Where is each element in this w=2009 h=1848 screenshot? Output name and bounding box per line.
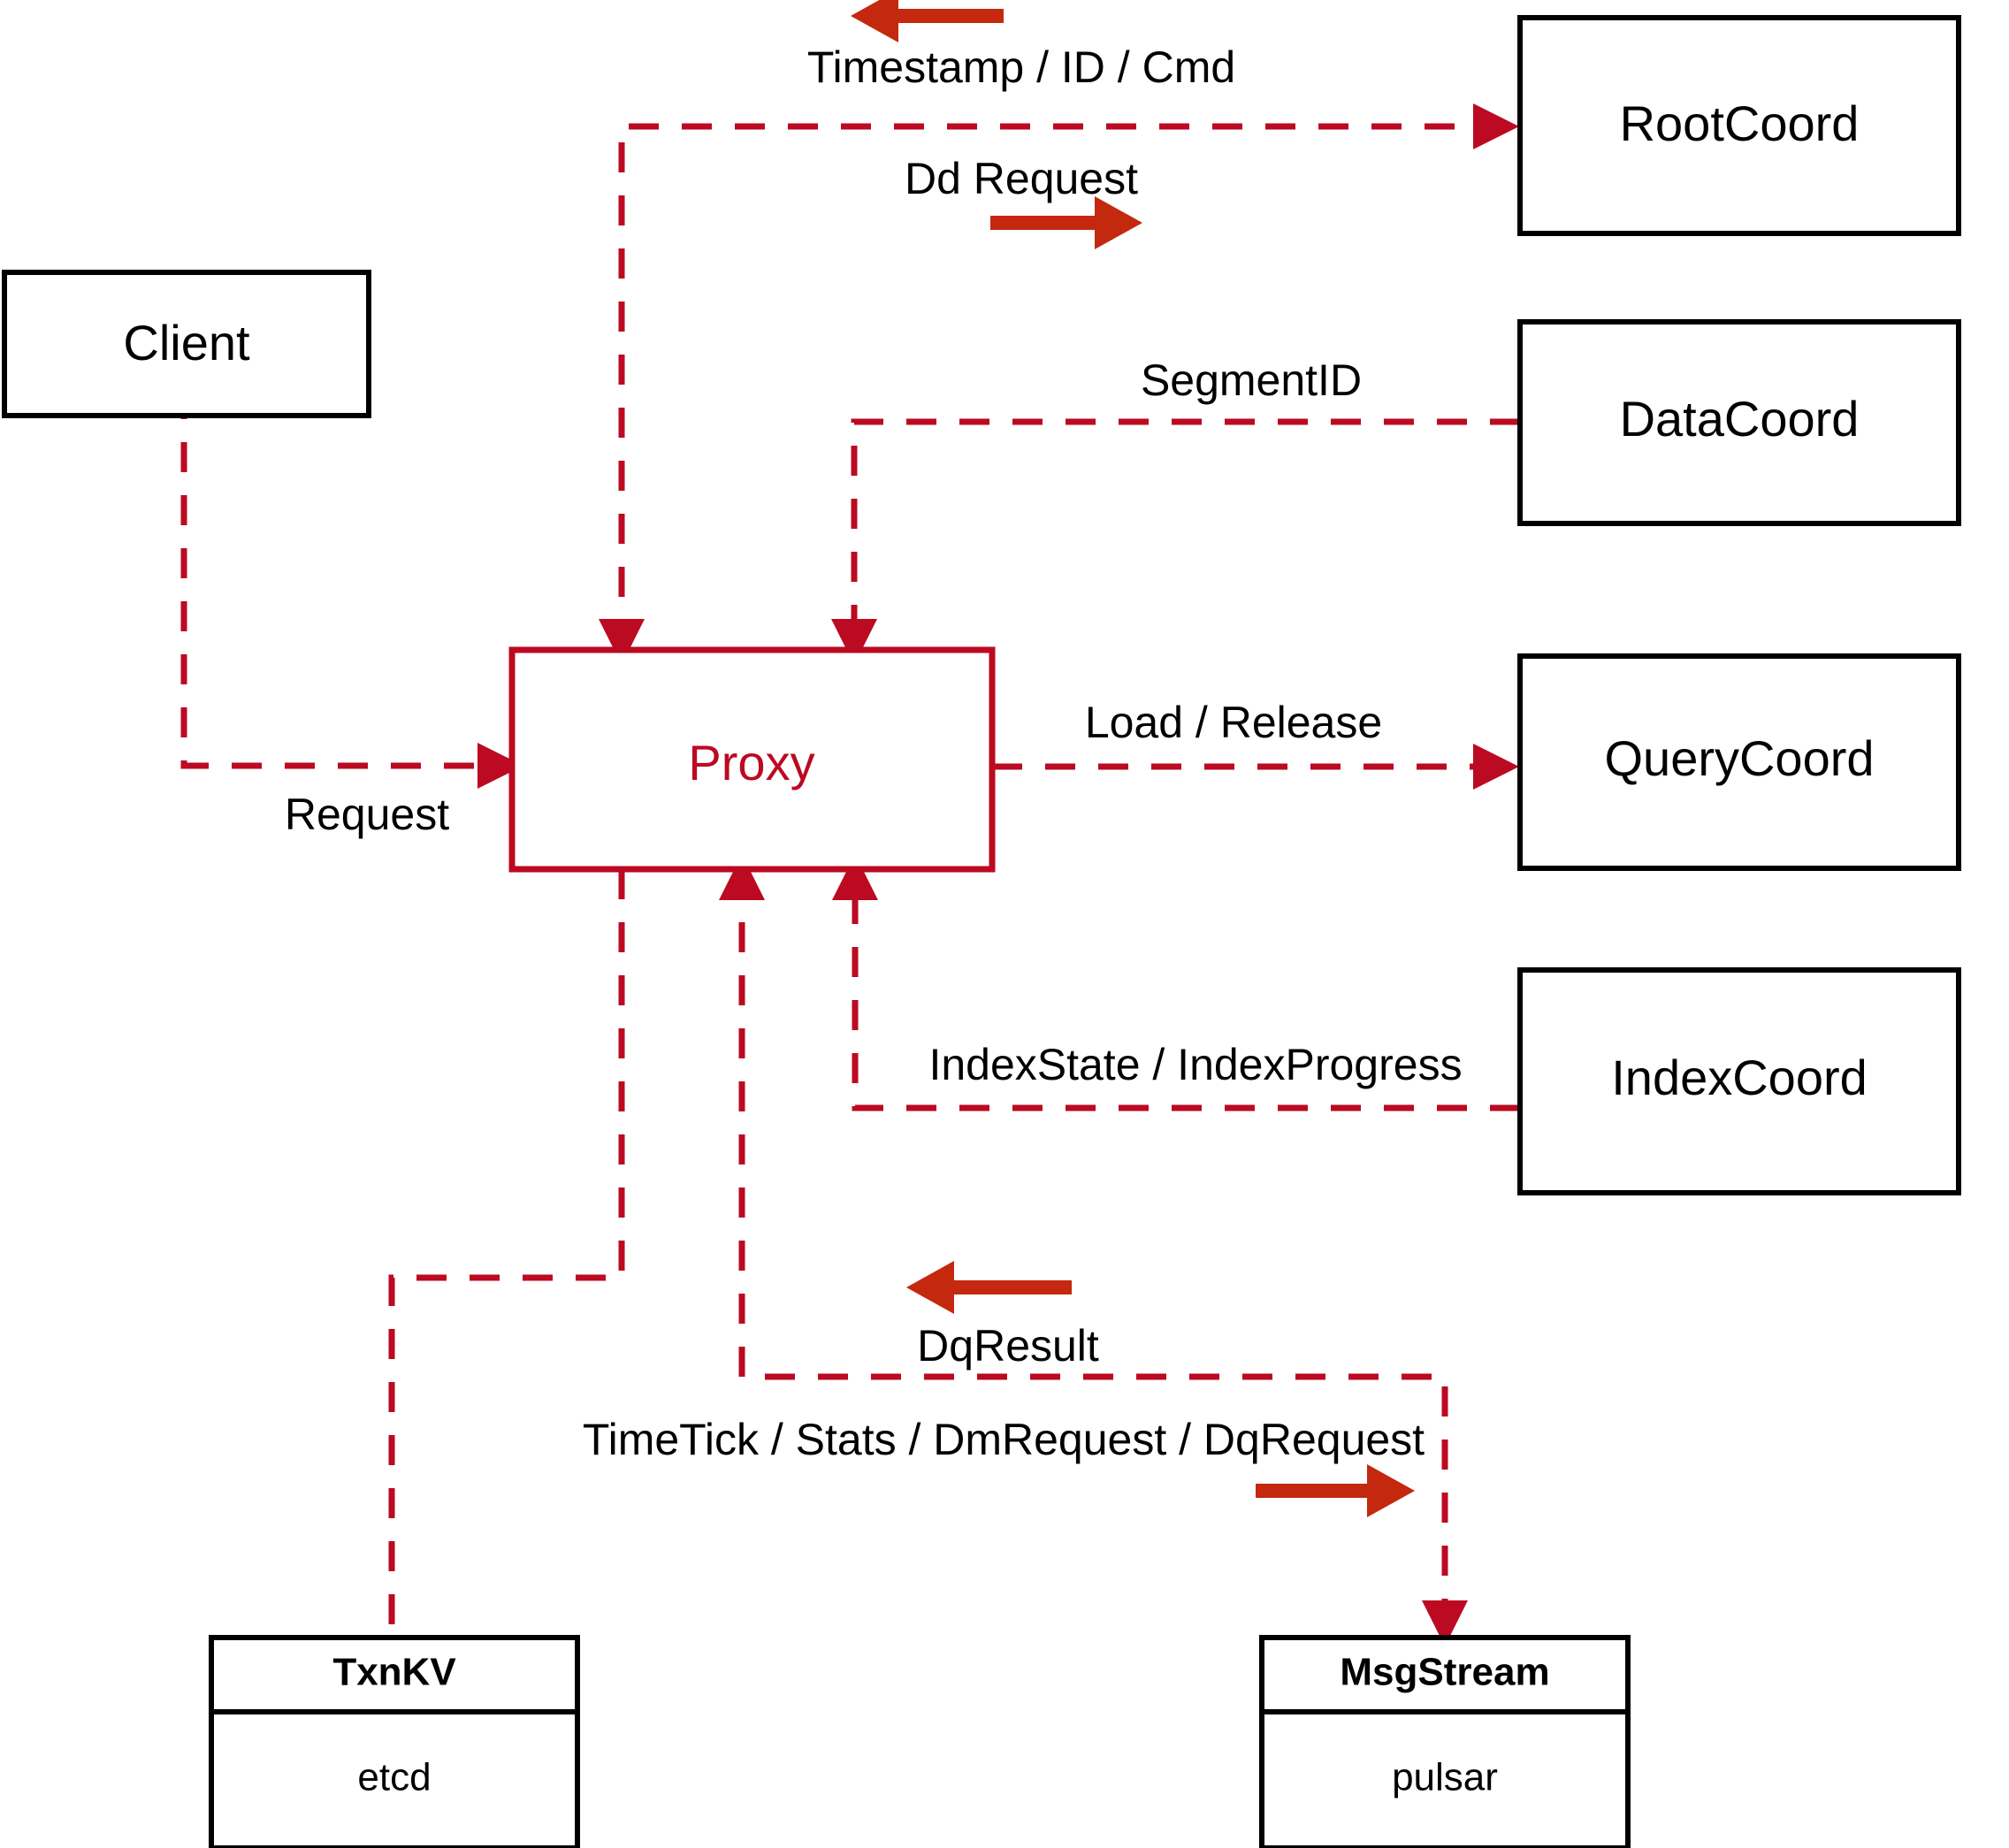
rootcoord-box[interactable] [1517,15,1961,236]
edge-indexcoord-proxy [832,854,1520,1111]
proxy-box[interactable] [508,646,996,873]
arrow-head-timestamp [851,0,898,42]
arrow-head-dq-result [906,1261,954,1314]
querycoord-label: QueryCoord [1604,730,1874,786]
indexcoord-box[interactable] [1517,967,1961,1195]
datacoord-box[interactable] [1517,319,1961,526]
arrow-head-dd-request [1095,196,1142,249]
datacoord-label: DataCoord [1620,391,1860,447]
arrowhead-msgstream-proxy [719,854,765,900]
proxy-label: Proxy [688,735,814,790]
indexcoord-label: IndexCoord [1611,1050,1868,1105]
arrowhead-proxy-msgstream [1422,1600,1468,1646]
edge-proxy-rootcoord [599,103,1519,665]
arrowhead-indexcoord-proxy [832,854,878,900]
arrowhead-rootcoord-proxy [599,619,645,665]
arrowhead-proxy-querycoord [1473,744,1519,790]
direction-arrow-dd-request [990,196,1142,249]
edge-label-request: Request [285,790,449,839]
edge-label-segment-id: SegmentID [1141,355,1362,405]
client-box[interactable] [2,270,371,418]
msgstream-title: MsgStream [1340,1651,1549,1694]
node-querycoord[interactable]: QueryCoord [1517,653,1961,871]
arrowhead-datacoord-proxy [831,619,877,665]
arrowhead-proxy-rootcoord [1473,103,1519,149]
edge-datacoord-proxy [831,418,1520,665]
txnkv-impl: etcd [357,1756,431,1799]
arrowhead-client-proxy [477,743,523,789]
edge-label-index-state: IndexState / IndexProgress [928,1040,1462,1089]
edge-label-timestamp-id-cmd: Timestamp / ID / Cmd [807,42,1235,92]
edge-label-load-release: Load / Release [1085,698,1382,747]
msgstream-box[interactable] [1259,1635,1631,1848]
txnkv-title: TxnKV [332,1651,456,1694]
querycoord-box[interactable] [1517,653,1961,871]
edge-proxy-querycoord [992,744,1519,790]
node-txnkv[interactable]: TxnKV etcd [209,1635,580,1848]
edge-label-timetick-stats: TimeTick / Stats / DmRequest / DqRequest [583,1415,1425,1464]
node-datacoord[interactable]: DataCoord [1517,319,1961,526]
edge-label-dd-request: Dd Request [905,154,1138,203]
direction-arrow-timestamp [851,0,1004,42]
arrow-head-timetick [1367,1464,1415,1517]
edge-msgstream-proxy [719,854,1468,1646]
node-proxy[interactable]: Proxy [508,646,996,873]
txnkv-box[interactable] [209,1635,580,1848]
rootcoord-label: RootCoord [1620,95,1860,151]
edge-label-dq-result: DqResult [917,1321,1099,1371]
node-client[interactable]: Client [2,270,371,418]
edge-proxy-txnkv [388,869,625,1638]
node-msgstream[interactable]: MsgStream pulsar [1259,1635,1631,1848]
edge-client-to-proxy [180,336,523,789]
direction-arrow-timetick [1256,1464,1415,1517]
msgstream-impl: pulsar [1392,1756,1498,1799]
node-rootcoord[interactable]: RootCoord [1517,15,1961,236]
node-indexcoord[interactable]: IndexCoord [1517,967,1961,1195]
client-label: Client [123,315,250,370]
direction-arrow-dq-result [906,1261,1072,1314]
